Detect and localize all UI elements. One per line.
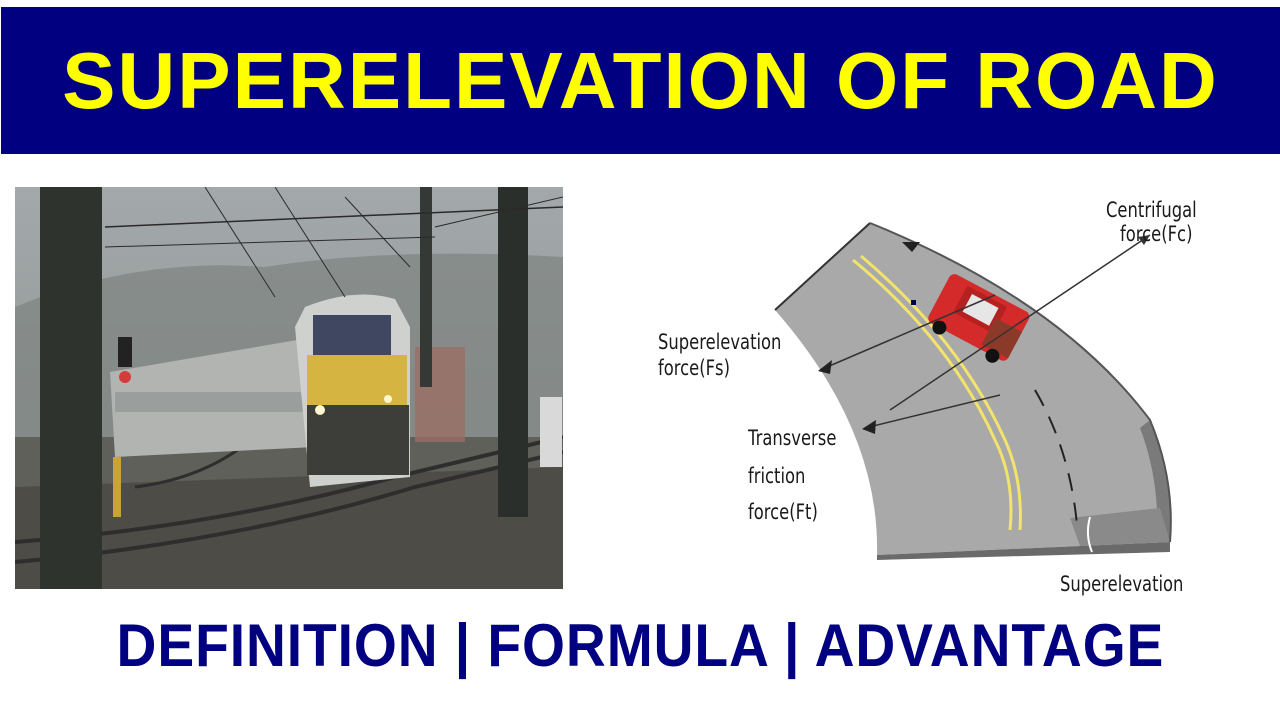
label-centrifugal-force: force(Fc)	[1120, 222, 1193, 246]
label-superelevation-force-symbol: force(Fs)	[658, 356, 730, 380]
label-centrifugal: Centrifugal	[1106, 198, 1197, 222]
train-photo-illustration	[15, 187, 563, 589]
label-friction: friction	[748, 464, 806, 488]
label-transverse: Transverse	[748, 426, 837, 450]
superelevation-diagram: Centrifugal force(Fc) Superelevation for…	[640, 180, 1280, 600]
curved-road-illustration	[774, 222, 1172, 560]
red-car	[928, 274, 1030, 363]
subtitle-text: DEFINITION | FORMULA | ADVANTAGE	[116, 611, 1164, 679]
label-superelevation-bottom: Superelevation	[1060, 572, 1184, 596]
title-banner: SUPERELEVATION OF ROAD	[1, 7, 1280, 154]
label-friction-force: force(Ft)	[748, 500, 818, 524]
page-title: SUPERELEVATION OF ROAD	[62, 35, 1219, 125]
train-photo	[15, 187, 563, 589]
subtitle-banner: DEFINITION | FORMULA | ADVANTAGE	[0, 600, 1280, 690]
label-superelevation-force: Superelevation	[658, 330, 782, 354]
